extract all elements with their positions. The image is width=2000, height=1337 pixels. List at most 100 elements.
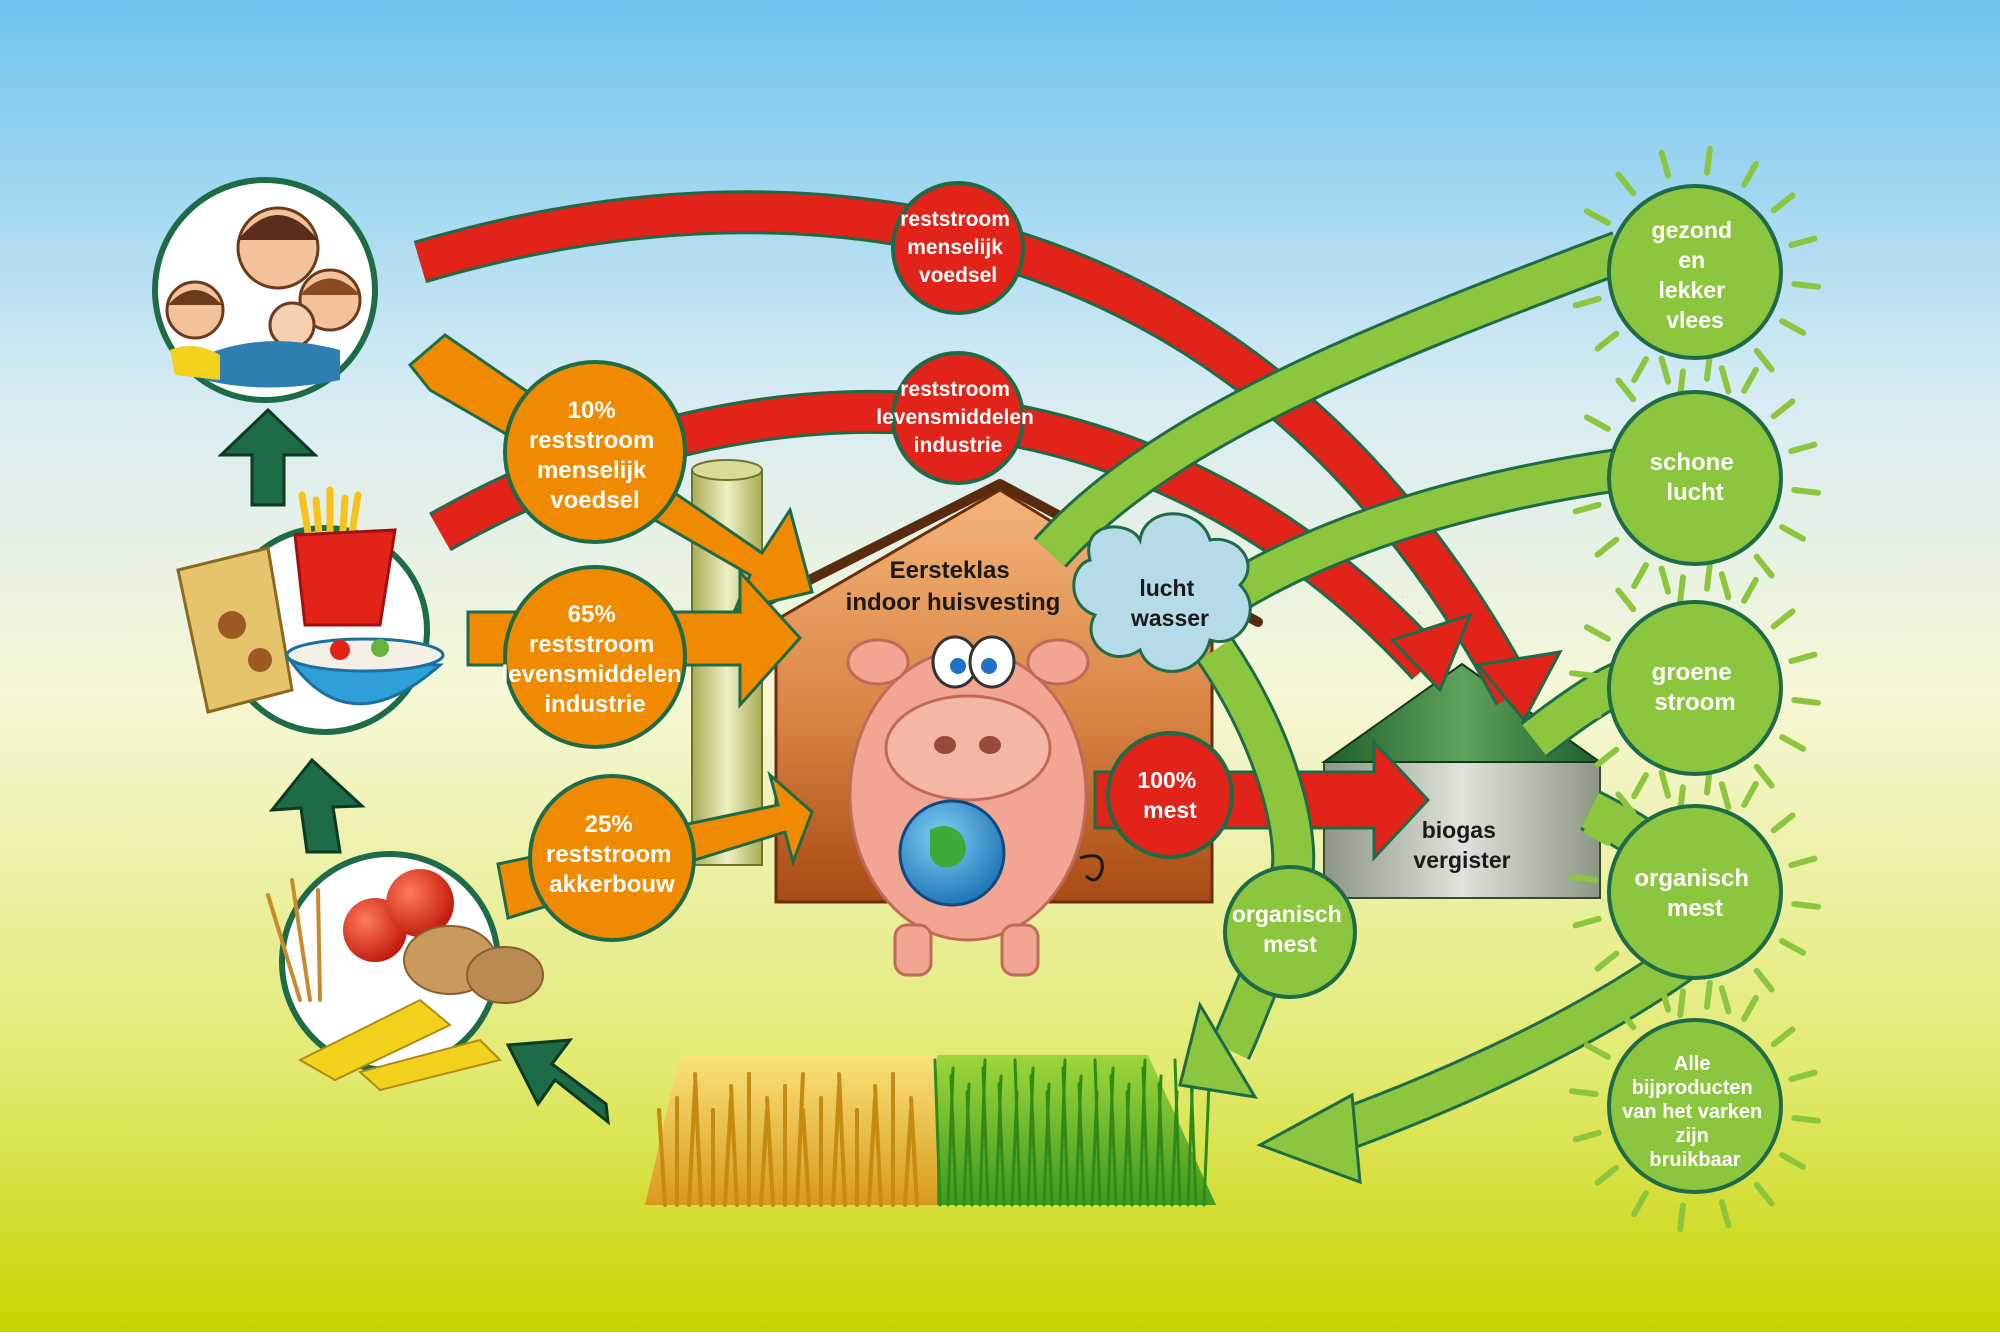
sun-ray — [1631, 772, 1649, 800]
label-barn: Eersteklas indoor huisvesting — [846, 557, 1061, 616]
grass-blade — [949, 1074, 958, 1207]
label-sun-5-line-5: bruikbaar — [1649, 1149, 1740, 1171]
grass-blade — [933, 1058, 942, 1207]
sun-meat — [1607, 184, 1783, 360]
pig-holding-globe-illustration — [846, 635, 1104, 977]
arrow-up-to-family — [217, 407, 319, 507]
sun-ray — [1788, 235, 1818, 249]
grass-blade — [981, 1066, 990, 1207]
sun-ray — [1753, 967, 1775, 993]
sun-ray — [1788, 651, 1818, 665]
arrow-field-to-crops — [505, 1038, 610, 1126]
sun-ray — [1718, 365, 1732, 395]
sun-ray — [1594, 950, 1620, 972]
sun-ray — [1583, 414, 1611, 432]
label-organisch-mest-left-line-1: organisch — [1232, 901, 1342, 927]
sun-ray — [1615, 1005, 1637, 1031]
grass-blade — [1013, 1058, 1022, 1207]
label-red-top: reststroom menselijk voedsel — [900, 208, 1016, 287]
sun-ray — [1677, 368, 1686, 399]
node-orange-25 — [528, 774, 696, 942]
arrowhead-red-2 — [1389, 612, 1473, 693]
sun-ray — [1704, 979, 1713, 1010]
wheat-stalk — [801, 1108, 811, 1207]
sun-ray — [1779, 938, 1807, 956]
label-orange-65: 65% reststroom levensmiddelen industrie — [502, 601, 689, 718]
sun-ray — [1753, 347, 1775, 373]
field-illustration — [645, 1055, 1216, 1207]
sun-ray — [1658, 769, 1672, 799]
sun-ray — [1791, 281, 1822, 290]
grass-blade — [1093, 1058, 1102, 1207]
sun-ray — [1704, 145, 1713, 176]
sun-ray — [1753, 553, 1775, 579]
wheat-stalk — [909, 1096, 919, 1207]
wheat-stalk — [723, 1096, 733, 1207]
arrow-green-manure-to-field-right — [1323, 939, 1702, 1153]
sun-ray — [1791, 1115, 1822, 1124]
grass-blade — [1125, 1090, 1134, 1207]
label-sun-1: gezond en lekker vlees — [1652, 217, 1739, 333]
label-orange-10-line-2: reststroom — [529, 427, 654, 454]
sun-ray — [1572, 711, 1602, 725]
sun-green-power — [1607, 600, 1783, 776]
label-organisch-mest-left-line-2: mest — [1263, 931, 1317, 957]
sun-ray — [1572, 295, 1602, 309]
sun-ray — [1583, 208, 1611, 226]
sun-ray — [1779, 318, 1807, 336]
label-luchtwasser-line-2: wasser — [1130, 605, 1209, 631]
sun-ray — [1770, 192, 1796, 214]
sun-ray — [1718, 571, 1732, 601]
arrow-green-meat — [1035, 234, 1627, 566]
dark-green-arrows — [217, 407, 610, 1126]
grass-blade — [1173, 1058, 1182, 1207]
sun-ray — [1770, 812, 1796, 834]
node-red-industry — [891, 351, 1025, 485]
node-red-100-mest — [1106, 731, 1234, 859]
sun-ray — [1718, 1199, 1732, 1229]
crops-illustration — [266, 851, 544, 1092]
sun-ray — [1568, 254, 1599, 263]
wheat-stalk — [873, 1084, 883, 1207]
label-sun-1-line-1: gezond — [1652, 217, 1733, 243]
grass-blade — [1077, 1082, 1086, 1207]
label-sun-5-line-2: bijproducten — [1632, 1077, 1753, 1099]
sun-ray — [1594, 536, 1620, 558]
sun-ray — [1770, 608, 1796, 630]
sun-ray — [1583, 624, 1611, 642]
wheat-stalk — [759, 1108, 769, 1207]
wheat-stalk — [687, 1084, 697, 1207]
sun-ray — [1568, 460, 1599, 469]
wheat-stalk — [729, 1084, 739, 1207]
sun-ray — [1741, 366, 1759, 394]
sun-rays — [1568, 145, 1822, 1233]
grass-blade — [1141, 1066, 1150, 1207]
label-sun-1-line-3: lekker — [1659, 277, 1726, 303]
sun-ray — [1791, 697, 1822, 706]
arrowhead-red-1 — [1475, 650, 1563, 723]
arrowhead-green-right — [1256, 1092, 1362, 1185]
sun-ray — [1568, 1088, 1599, 1097]
label-sun-5-line-4: zijn — [1676, 1125, 1709, 1147]
fast-food-illustration — [176, 486, 445, 735]
grass-blade — [965, 1090, 974, 1207]
sun-ray — [1788, 855, 1818, 869]
label-luchtwasser: lucht wasser — [1130, 575, 1209, 631]
grass-blade — [1045, 1090, 1054, 1207]
arrowhead-green-left — [1178, 1001, 1258, 1099]
label-biogas: biogas vergister — [1413, 817, 1510, 873]
family-illustration — [152, 177, 378, 403]
label-sun-1-line-2: en — [1678, 247, 1705, 273]
sun-ray — [1791, 901, 1822, 910]
node-orange-65 — [503, 565, 687, 749]
label-orange-65-line-1: 65% — [568, 601, 616, 628]
sun-ray — [1594, 330, 1620, 352]
sun-ray — [1631, 356, 1649, 384]
label-sun-3-line-1: groene — [1652, 659, 1732, 686]
sun-ray — [1741, 994, 1759, 1022]
label-sun-5-line-1: Alle — [1674, 1053, 1711, 1075]
wheat-stalk — [765, 1096, 775, 1207]
wheat-stalk — [837, 1072, 847, 1207]
sun-ray — [1753, 1181, 1775, 1207]
